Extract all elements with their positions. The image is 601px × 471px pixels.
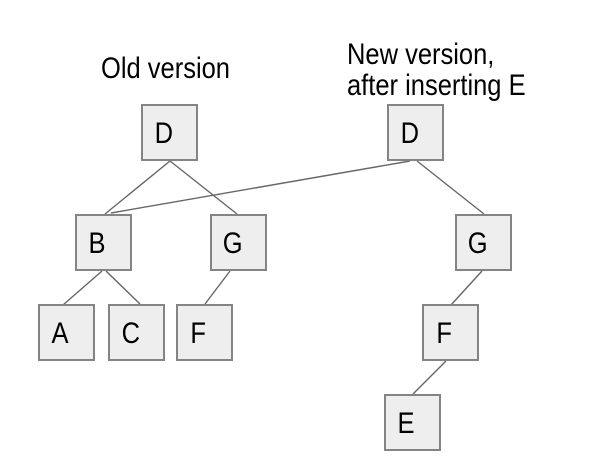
new-version-title-line1: New version, [347,38,495,71]
edge-G-F [204,270,231,305]
old-version-title: Old version [101,52,230,85]
tree-node-old-G: G [210,214,267,271]
edge-D-G [416,160,485,215]
edge-D-B [104,160,171,215]
tree-node-old-D: D [141,104,198,161]
edge-B-C [105,270,141,305]
tree-node-new-G: G [455,214,512,271]
node-label: D [154,116,173,150]
node-label: G [222,226,243,260]
edge-F-E [412,360,447,395]
tree-node-new-D: D [387,104,444,161]
tree-node-old-C: C [108,304,165,361]
tree-node-old-A: A [38,304,95,361]
edge-G-F [450,270,483,306]
node-label: F [436,316,453,350]
new-version-title: New version, after inserting E [347,39,526,101]
node-label: E [397,406,415,440]
edge-B-A [62,270,103,306]
node-label: B [88,226,106,260]
node-label: D [400,116,419,150]
edge-D-G [169,160,238,215]
node-label: G [467,226,488,260]
node-label: F [190,316,207,350]
tree-node-new-E: E [384,394,441,451]
new-version-title-line2: after inserting E [347,69,526,102]
tree-node-old-B: B [75,214,132,271]
edge-new-D-old-B [110,160,411,214]
node-label: A [51,316,69,350]
tree-node-old-F: F [176,304,233,361]
node-label: C [121,316,140,350]
tree-node-new-F: F [422,304,479,361]
